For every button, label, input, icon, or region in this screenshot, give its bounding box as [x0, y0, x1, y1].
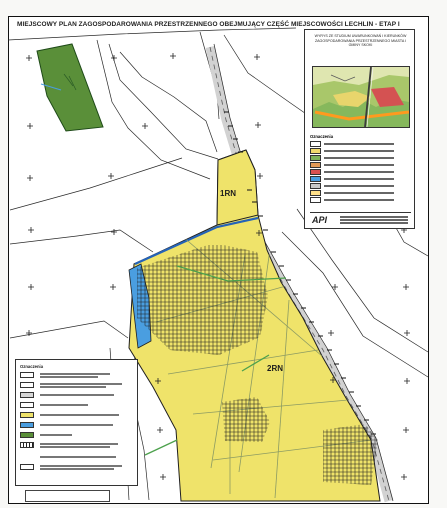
inset-legend-title: Oznaczenia — [310, 134, 334, 139]
inset-legend-row — [310, 183, 410, 190]
legend-row — [20, 463, 136, 472]
inset-legend-row — [310, 190, 410, 197]
inset-map-graphic — [313, 67, 409, 127]
legend-row — [20, 453, 136, 462]
api-logo: API — [312, 215, 328, 225]
development-grid-b — [222, 397, 270, 442]
development-grid-c — [323, 424, 378, 485]
legend-row — [20, 391, 136, 400]
forest-parcel — [36, 43, 104, 132]
inset-legend-row — [310, 197, 410, 204]
roadside-ticks — [224, 111, 376, 435]
legend-row — [20, 401, 136, 410]
zone-label-2rn: 2RN — [267, 364, 284, 373]
inset-panel: WYRYS ZE STUDIUM UWARUNKOWAŃ I KIERUNKÓW… — [304, 29, 415, 229]
inset-legend-row — [310, 148, 410, 155]
development-grid-a — [137, 245, 268, 355]
inset-map — [312, 66, 410, 128]
scale-box — [25, 490, 110, 502]
inset-legend-row — [310, 176, 410, 183]
inset-legend-row — [310, 155, 410, 162]
legend-title: Oznaczenia — [20, 364, 44, 369]
meadow-zone — [128, 149, 381, 502]
map-legend: Oznaczenia — [15, 359, 138, 486]
inset-legend-row — [310, 162, 410, 169]
zone-label-1rn: 1RN — [220, 189, 237, 198]
legend-row — [20, 421, 136, 430]
inset-legend-row — [310, 141, 410, 148]
legend-row — [20, 431, 136, 440]
legend-row — [20, 441, 136, 450]
legend-row — [20, 381, 136, 390]
inset-logo-block: API — [310, 212, 411, 226]
inset-title: WYRYS ZE STUDIUM UWARUNKOWAŃ I KIERUNKÓW… — [314, 34, 407, 47]
logo-text-lines — [340, 216, 408, 225]
inset-legend-row — [310, 169, 410, 176]
legend-row — [20, 411, 136, 420]
map-title: MIEJSCOWY PLAN ZAGOSPODAROWANIA PRZESTRZ… — [17, 21, 400, 28]
legend-row — [20, 371, 136, 380]
green-linear-feature — [144, 265, 287, 456]
